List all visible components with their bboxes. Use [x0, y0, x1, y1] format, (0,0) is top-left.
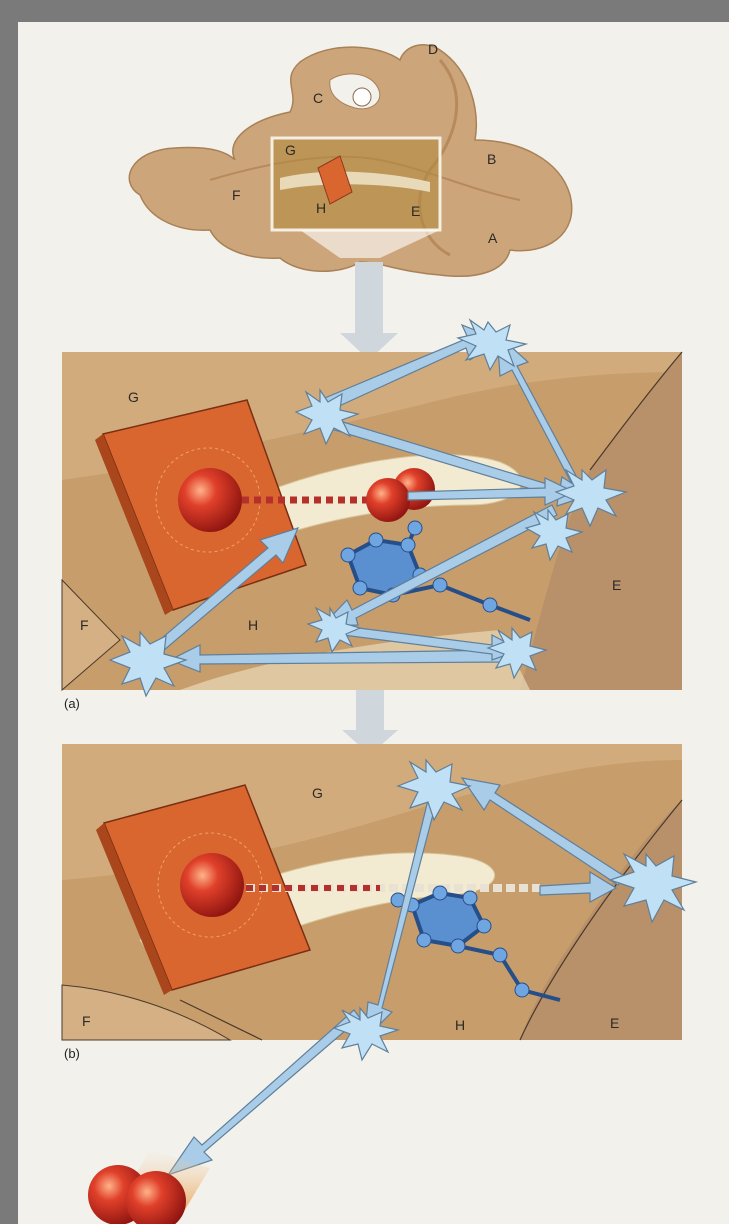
panel-b-label-h: H — [455, 1017, 465, 1033]
iron-sphere-icon — [178, 468, 242, 532]
panel-a-label-g: G — [128, 389, 139, 405]
loop-hole — [353, 88, 371, 106]
label-d: D — [428, 41, 438, 57]
panel-b-label-e: E — [610, 1015, 619, 1031]
label-b: B — [487, 151, 496, 167]
protein-overview: D C G B F H E A — [129, 41, 571, 276]
panel-a-label-h: H — [248, 617, 258, 633]
panel-b-label-g: G — [312, 785, 323, 801]
label-h: H — [316, 200, 326, 216]
label-e: E — [411, 203, 420, 219]
panel-a-caption: (a) — [64, 696, 80, 711]
label-a: A — [488, 230, 498, 246]
iron-sphere-icon — [180, 853, 244, 917]
label-f: F — [232, 187, 241, 203]
label-g: G — [285, 142, 296, 158]
panel-b: G F H E — [62, 744, 696, 1175]
panel-a-label-e: E — [612, 577, 621, 593]
panel-b-caption: (b) — [64, 1046, 80, 1061]
label-c: C — [313, 90, 323, 106]
down-arrow-icon — [340, 262, 398, 360]
panel-a: G F H E — [62, 320, 682, 696]
panel-a-label-f: F — [80, 617, 89, 633]
oxygen-sphere-icon — [366, 478, 410, 522]
panel-b-label-f: F — [82, 1013, 91, 1029]
